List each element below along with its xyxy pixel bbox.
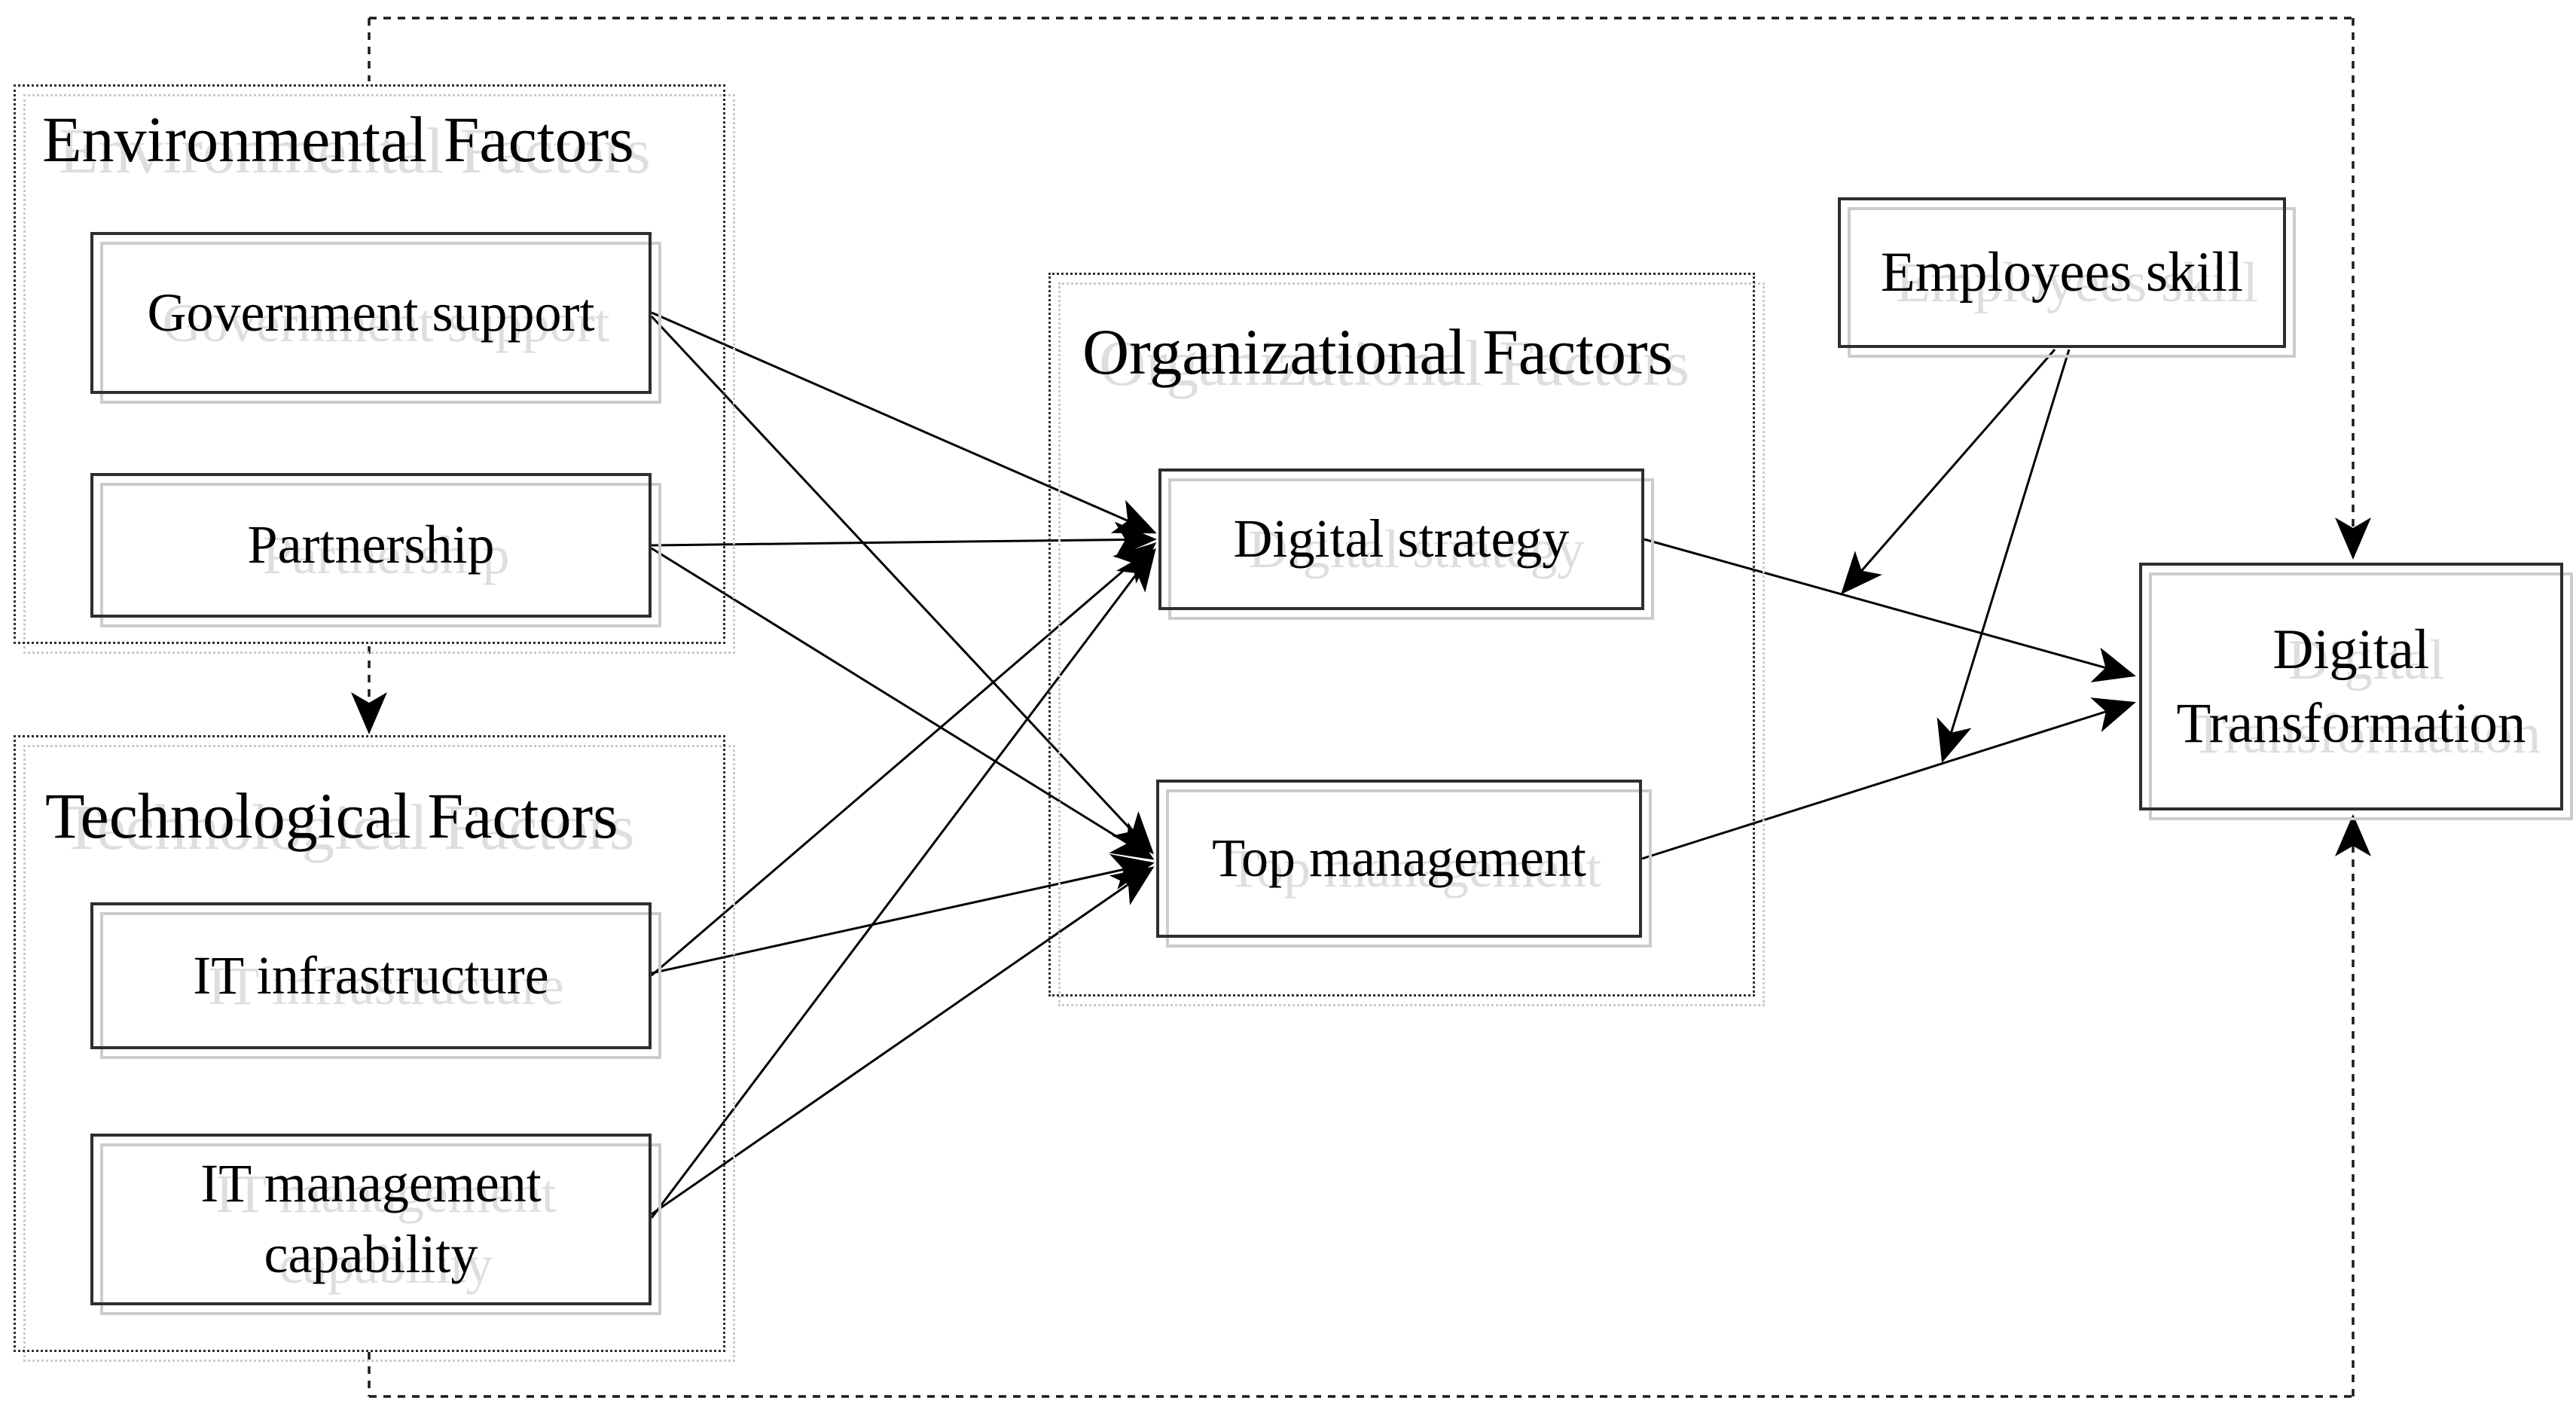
it-infrastructure-label: IT infrastructure — [193, 945, 549, 1006]
employees-skill-box: Employees skill — [1838, 197, 2286, 348]
organizational-factors-group — [1048, 273, 1755, 996]
digital-transformation-label: Digital Transformation — [2176, 618, 2526, 755]
environmental-factors-group — [14, 84, 725, 644]
technological-factors-group-shadow — [23, 745, 735, 1362]
it-management-capability-box-shadow — [100, 1143, 661, 1315]
organizational-factors-title: Organizational Factors — [1082, 316, 1674, 388]
environmental-factors-title: Environmental Factors — [42, 103, 634, 175]
it-management-capability-label: IT management capability — [200, 1153, 542, 1284]
employees-skill-label: Employees skill — [1880, 241, 2244, 304]
digital-strategy-box: Digital strategy — [1158, 468, 1644, 610]
technological-factors-title: Technological Factors — [45, 780, 618, 852]
partnership-label: Partnership — [247, 514, 495, 575]
digital-strategy-label: Digital strategy — [1233, 508, 1570, 569]
digital-strategy-box-shadow — [1168, 478, 1654, 620]
technological-factors-group — [14, 735, 725, 1352]
it-infrastructure-box-shadow — [100, 912, 661, 1059]
it-management-capability-box: IT management capability — [90, 1134, 652, 1305]
top-management-label: Top management — [1212, 828, 1586, 889]
government-support-box: Government support — [90, 232, 652, 394]
government-support-box-shadow — [100, 242, 661, 404]
top-management-box-shadow — [1166, 789, 1652, 948]
organizational-factors-group-shadow — [1058, 282, 1765, 1006]
partnership-box-shadow — [100, 483, 661, 627]
it-infrastructure-box: IT infrastructure — [90, 902, 652, 1049]
partnership-box: Partnership — [90, 473, 652, 618]
digital-transformation-box-shadow — [2149, 572, 2573, 820]
top-management-box: Top management — [1156, 780, 1642, 938]
edge-employees-skill-moderates-digital-strategy-path — [1841, 349, 2056, 595]
government-support-label: Government support — [147, 282, 595, 343]
digital-transformation-box: Digital Transformation — [2139, 563, 2563, 810]
environmental-factors-group-shadow — [23, 94, 735, 654]
employees-skill-box-shadow — [1848, 207, 2296, 358]
edge-employees-skill-moderates-top-management-path — [1937, 349, 2071, 763]
